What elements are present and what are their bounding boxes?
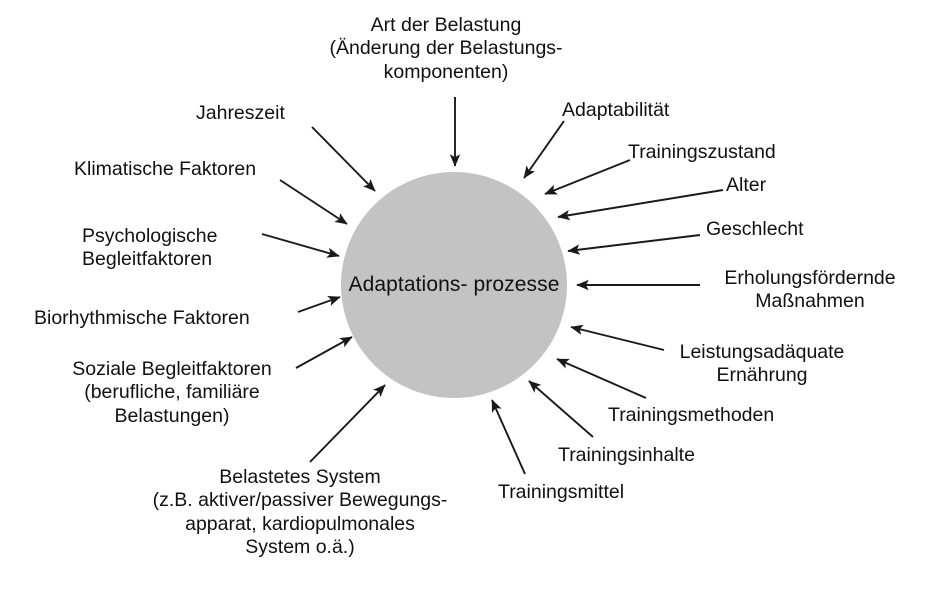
- arrows-group: [261, 97, 724, 475]
- factor-label-soziale-begleitfaktoren: Soziale Begleitfaktoren (berufliche, fam…: [72, 358, 272, 427]
- factor-label-biorhythmische-faktoren: Biorhythmische Faktoren: [34, 307, 250, 329]
- arrow-belastetes-system: [309, 384, 386, 463]
- arrow-trainingsmethoden: [556, 358, 647, 399]
- center-node-label: Adaptations- prozesse: [348, 273, 560, 297]
- arrow-jahreszeit: [311, 126, 376, 192]
- factor-label-belastetes-system: Belastetes System (z.B. aktiver/passiver…: [152, 466, 448, 559]
- arrow-trainingszustand: [544, 159, 631, 195]
- factor-label-leistungsadaequate-ernaehrung: Leistungsadäquate Ernährung: [679, 341, 845, 387]
- factor-label-erholungsfoerdernde-massnahmen: Erholungsfördernde Maßnahmen: [724, 267, 896, 313]
- factor-label-geschlecht: Geschlecht: [706, 218, 804, 240]
- center-node: Adaptations- prozesse: [341, 172, 567, 398]
- arrow-alter: [557, 189, 724, 221]
- factor-label-psychologische-begleitfaktoren: Psychologische Begleitfaktoren: [82, 225, 218, 271]
- arrow-leistungsadaequate-ernaehrung: [570, 324, 665, 351]
- arrow-biorhythmische-faktoren: [297, 296, 341, 313]
- arrow-klimatische-faktoren: [279, 179, 348, 225]
- factor-label-alter: Alter: [726, 174, 767, 196]
- arrow-geschlecht: [567, 234, 701, 255]
- factor-label-klimatische-faktoren: Klimatische Faktoren: [74, 158, 257, 180]
- factor-label-art-der-belastung: Art der Belastung (Änderung der Belastun…: [329, 14, 563, 83]
- arrow-trainingsmittel: [491, 399, 526, 475]
- factor-label-trainingsmittel: Trainingsmittel: [498, 481, 625, 503]
- factor-label-trainingsinhalte: Trainingsinhalte: [558, 444, 695, 466]
- arrow-trainingsinhalte: [528, 380, 594, 438]
- factor-label-adaptabilitaet: Adaptabilität: [562, 99, 670, 121]
- factor-label-jahreszeit: Jahreszeit: [196, 102, 285, 124]
- factor-label-trainingszustand: Trainingszustand: [628, 141, 776, 163]
- arrow-adaptabilitaet: [523, 120, 565, 179]
- arrow-soziale-begleitfaktoren: [295, 336, 353, 369]
- factor-label-trainingsmethoden: Trainingsmethoden: [608, 404, 775, 426]
- arrow-psychologische-begleitfaktoren: [261, 233, 340, 258]
